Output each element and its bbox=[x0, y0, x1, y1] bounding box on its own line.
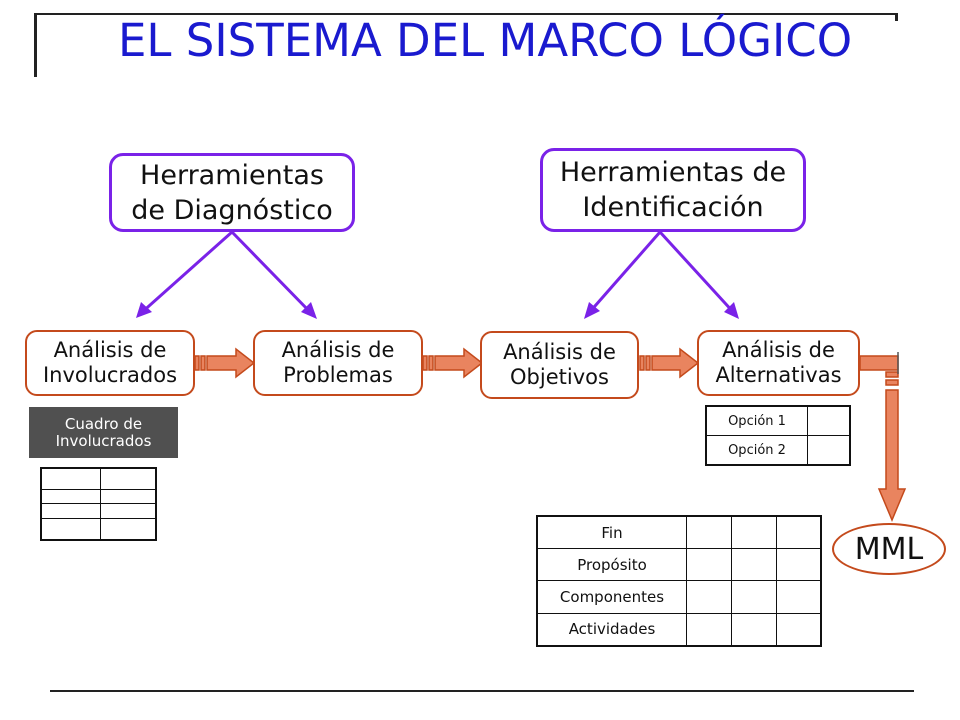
matrix-row-label: Componentes bbox=[536, 580, 687, 614]
table-row: Propósito bbox=[536, 548, 822, 582]
identification-tools-label: Herramientas de Identificación bbox=[559, 157, 787, 223]
logframe-matrix: Fin Propósito Componentes Actividades bbox=[536, 515, 822, 647]
option-cell: Opción 2 bbox=[705, 435, 808, 466]
objectives-analysis-label: Análisis de Objetivos bbox=[503, 340, 616, 389]
involved-grid bbox=[40, 467, 157, 541]
diagnosis-tools-label: Herramientas de Diagnóstico bbox=[131, 159, 333, 226]
options-table: Opción 1 Opción 2 bbox=[705, 405, 851, 466]
arrow-down-icon bbox=[584, 231, 662, 319]
mml-label: MML bbox=[854, 531, 924, 567]
involved-table-label-text: Cuadro de Involucrados bbox=[55, 414, 152, 450]
involved-analysis-box: Análisis de Involucrados bbox=[25, 330, 195, 396]
mml-ellipse: MML bbox=[832, 523, 946, 575]
identification-tools-box: Herramientas de Identificación bbox=[540, 148, 806, 232]
objectives-analysis-box: Análisis de Objetivos bbox=[480, 331, 639, 399]
block-arrow-right-icon bbox=[639, 347, 700, 379]
top-rule bbox=[36, 13, 898, 15]
block-arrow-down-icon bbox=[859, 355, 907, 522]
block-arrow-right-icon bbox=[194, 347, 256, 379]
bottom-rule bbox=[50, 690, 914, 692]
matrix-row-label: Fin bbox=[536, 515, 687, 550]
diagnosis-tools-box: Herramientas de Diagnóstico bbox=[109, 153, 355, 232]
table-row: Opción 1 bbox=[705, 405, 851, 436]
involved-analysis-label: Análisis de Involucrados bbox=[42, 338, 178, 387]
matrix-row-label: Actividades bbox=[536, 612, 687, 647]
alternatives-analysis-box: Análisis de Alternativas bbox=[697, 330, 860, 396]
table-row: Opción 2 bbox=[705, 435, 851, 466]
block-arrow-right-icon bbox=[422, 347, 484, 379]
involved-table-label: Cuadro de Involucrados bbox=[29, 407, 178, 458]
arrow-down-icon bbox=[136, 230, 233, 318]
table-row: Actividades bbox=[536, 612, 822, 647]
option-cell: Opción 1 bbox=[705, 405, 808, 436]
slide-title: EL SISTEMA DEL MARCO LÓGICO bbox=[118, 14, 853, 67]
problems-analysis-label: Análisis de Problemas bbox=[281, 338, 395, 387]
alternatives-analysis-label: Análisis de Alternativas bbox=[715, 338, 842, 387]
table-row: Componentes bbox=[536, 580, 822, 614]
table-row: Fin bbox=[536, 515, 822, 550]
problems-analysis-box: Análisis de Problemas bbox=[253, 330, 423, 396]
right-tick bbox=[895, 13, 898, 21]
left-bar bbox=[34, 13, 37, 77]
matrix-row-label: Propósito bbox=[536, 548, 687, 582]
arrow-down-icon bbox=[230, 230, 317, 319]
arrow-down-icon bbox=[658, 230, 739, 319]
